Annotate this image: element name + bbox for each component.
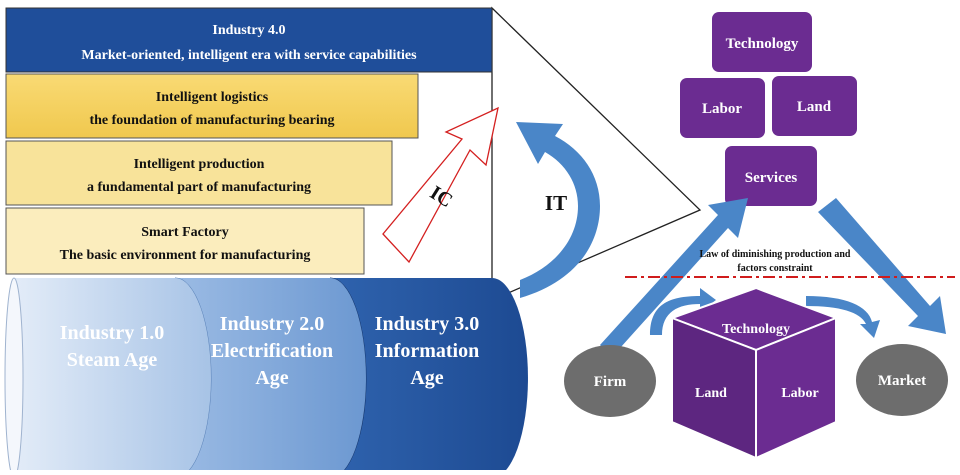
era-industry3: Industry 3.0 Information Age: [329, 277, 528, 475]
layer-production-bar: [5, 140, 393, 206]
small-arrow-right: [806, 296, 880, 338]
small-arrow-left: [650, 288, 716, 335]
cube-right-face: [755, 316, 837, 460]
layer-industry40-title: Industry 4.0: [212, 23, 285, 38]
cube-right-label: Labor: [781, 386, 818, 401]
era-industry1-line1: Industry 1.0: [60, 322, 164, 344]
box-technology: [712, 12, 812, 72]
box-land-label: Land: [797, 99, 832, 115]
layer-production-title: Intelligent production: [134, 157, 265, 172]
layer-factory-bar: [5, 207, 365, 275]
era-industry3-line2: Information: [375, 340, 479, 362]
arrow-services-to-market: [818, 198, 946, 334]
box-technology-label: Technology: [726, 36, 799, 52]
it-arrow: IT: [516, 122, 600, 298]
era-industry2-line1: Industry 2.0: [220, 313, 324, 335]
ic-arrow-shape: [382, 106, 499, 264]
node-market-label: Market: [878, 373, 926, 389]
era-industry1-line2: Steam Age: [67, 349, 158, 371]
layer-production-subtitle: a fundamental part of manufacturing: [87, 180, 311, 195]
layer-factory: Smart Factory The basic environment for …: [5, 207, 365, 275]
layer-industry40-bar: [5, 7, 493, 73]
cube-top-label: Technology: [722, 322, 790, 337]
resource-boxes: Technology Labor Land Services: [680, 12, 857, 206]
box-land: [772, 76, 857, 136]
node-firm-label: Firm: [594, 374, 627, 390]
layer-production: Intelligent production a fundamental par…: [5, 140, 393, 206]
box-labor-label: Labor: [702, 101, 742, 117]
factor-cube: Technology Land Labor: [669, 286, 839, 460]
layer-logistics: Intelligent logistics the foundation of …: [5, 73, 419, 139]
wedge-outline: [491, 6, 702, 301]
layer-factory-subtitle: The basic environment for manufacturing: [60, 248, 311, 263]
era-industry2-body: [175, 278, 366, 475]
box-services-label: Services: [745, 170, 798, 186]
it-arrow-shape: [516, 122, 600, 298]
layer-logistics-bar: [5, 73, 419, 139]
era-industry1-body: [14, 278, 211, 475]
era-industry1: Industry 1.0 Steam Age: [4, 277, 211, 475]
node-market: [856, 344, 948, 416]
constraint-line2: factors constraint: [737, 263, 813, 274]
layer-logistics-subtitle: the foundation of manufacturing bearing: [89, 113, 334, 128]
box-services: [725, 146, 817, 206]
layer-logistics-title: Intelligent logistics: [156, 90, 269, 105]
layer-industry40: Industry 4.0 Market-oriented, intelligen…: [5, 7, 493, 73]
cube-left-label: Land: [695, 386, 727, 401]
it-label: IT: [545, 191, 567, 215]
constraint-line1: Law of diminishing production and: [700, 249, 851, 260]
era-industry3-line1: Industry 3.0: [375, 313, 479, 335]
era-industry3-line3: Age: [410, 367, 443, 389]
node-firm: [564, 345, 656, 417]
era-industry1-cap: [4, 277, 24, 475]
era-industry2-line3: Age: [255, 367, 288, 389]
era-industry3-body: [330, 278, 528, 475]
layer-industry40-subtitle: Market-oriented, intelligent era with se…: [81, 48, 417, 63]
box-labor: [680, 78, 765, 138]
era-industry2-line2: Electrification: [211, 340, 333, 362]
layer-factory-title: Smart Factory: [141, 225, 228, 240]
